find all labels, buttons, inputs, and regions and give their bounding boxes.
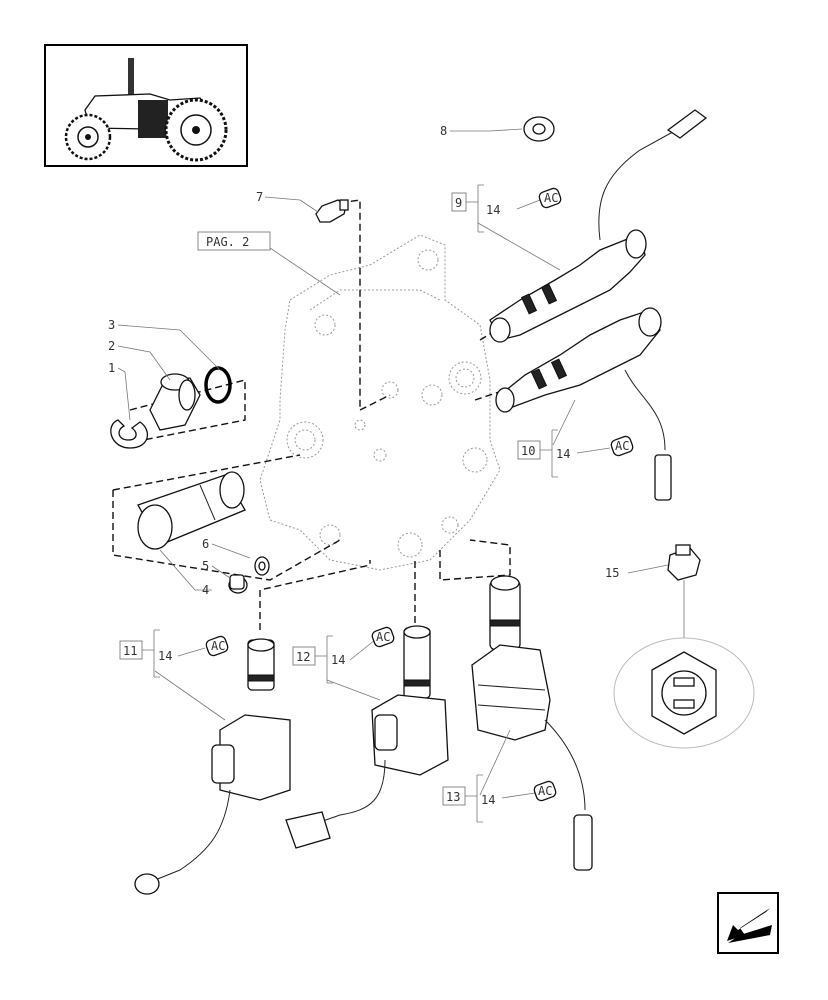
svg-text:14: 14: [486, 203, 500, 217]
callout-5: 5: [202, 559, 209, 573]
svg-text:14: 14: [481, 793, 495, 807]
next-page-arrow-icon[interactable]: [717, 892, 779, 954]
ac-tag-13: AC: [533, 780, 557, 802]
svg-text:14: 14: [158, 649, 172, 663]
svg-text:14: 14: [331, 653, 345, 667]
svg-text:13: 13: [446, 790, 460, 804]
ref-box-13: 13 14: [442, 774, 495, 823]
svg-text:14: 14: [556, 447, 570, 461]
svg-text:10: 10: [521, 444, 535, 458]
callout-15: 15: [605, 566, 619, 580]
ac-tag-11: AC: [205, 635, 229, 657]
svg-text:AC: AC: [211, 639, 225, 653]
svg-text:AC: AC: [615, 439, 629, 453]
clip-1[interactable]: [110, 419, 149, 449]
filter-4[interactable]: [137, 471, 246, 550]
ac-tag-10: AC: [610, 435, 634, 457]
callout-6: 6: [202, 537, 209, 551]
plug-2[interactable]: [149, 373, 201, 431]
ref-box-10: 10 14: [517, 429, 570, 478]
leader-lines: [117, 128, 669, 799]
svg-text:AC: AC: [376, 630, 390, 644]
ac-tag-12: AC: [371, 626, 395, 648]
ref-box-9: 9 14: [451, 184, 500, 233]
washer-6[interactable]: [254, 556, 270, 576]
switch-detail-view: [613, 637, 755, 749]
callout-1: 1: [108, 361, 115, 375]
callout-3: 3: [108, 318, 115, 332]
ref-box-12: 12 14: [292, 635, 345, 684]
callout-8: 8: [440, 124, 447, 138]
solenoid-valve-12[interactable]: [285, 625, 449, 849]
valve-body: [259, 234, 501, 571]
page-reference-box[interactable]: PAG. 2: [197, 231, 271, 251]
ac-tag-9: AC: [538, 187, 562, 209]
callout-7: 7: [256, 190, 263, 204]
svg-text:AC: AC: [538, 784, 552, 798]
washer-8[interactable]: [523, 116, 555, 142]
solenoid-valve-9[interactable]: [489, 109, 708, 343]
callout-4: 4: [202, 583, 209, 597]
pressure-switch-15[interactable]: [667, 544, 701, 640]
tractor-thumbnail[interactable]: [44, 44, 248, 167]
svg-text:9: 9: [455, 196, 462, 210]
svg-text:PAG. 2: PAG. 2: [206, 235, 249, 249]
svg-text:11: 11: [123, 644, 137, 658]
solenoid-valve-10[interactable]: [495, 307, 672, 501]
svg-text:AC: AC: [544, 191, 558, 205]
solenoid-valve-11[interactable]: [134, 638, 291, 895]
solenoid-valve-13[interactable]: [471, 575, 593, 871]
fitting-7[interactable]: [315, 199, 349, 223]
ref-box-11: 11 14: [119, 629, 172, 678]
plug-5[interactable]: [228, 574, 248, 594]
callout-2: 2: [108, 339, 115, 353]
svg-text:12: 12: [296, 650, 310, 664]
